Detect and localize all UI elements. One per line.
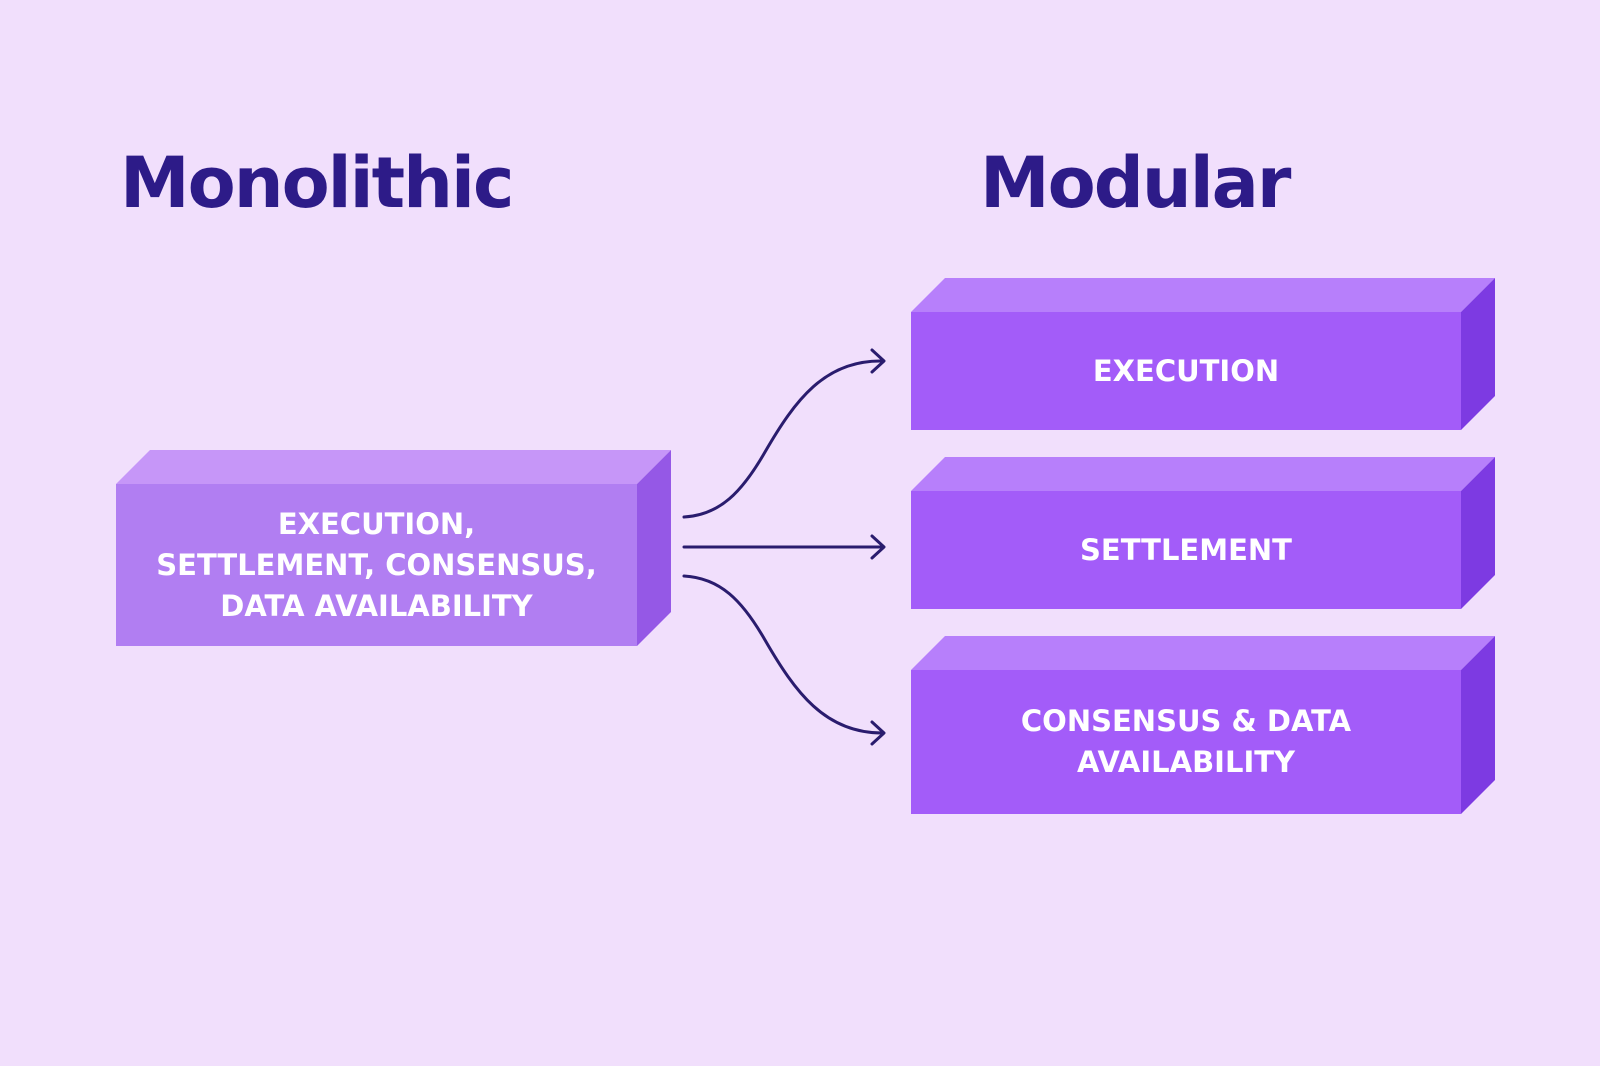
monolithic-block-side-face	[637, 450, 671, 646]
arrow-to-execution	[682, 359, 884, 519]
execution-block-top-face	[911, 278, 1495, 312]
arrowhead-icon	[870, 348, 886, 374]
consensus-da-block-top-face	[911, 636, 1495, 670]
settlement-block: SETTLEMENT	[911, 457, 1495, 609]
consensus-da-block: CONSENSUS & DATA AVAILABILITY	[911, 636, 1495, 814]
monolithic-label-line: SETTLEMENT, CONSENSUS,	[156, 547, 597, 582]
monolithic-heading: Monolithic	[120, 142, 514, 224]
execution-block: EXECUTION	[911, 278, 1495, 430]
consensus-da-label-line: CONSENSUS & DATA	[1020, 704, 1352, 738]
monolithic-block-front-face: EXECUTION, SETTLEMENT, CONSENSUS, DATA A…	[116, 484, 637, 646]
consensus-da-block-label: CONSENSUS & DATA AVAILABILITY	[1021, 701, 1351, 783]
consensus-da-block-side-face	[1461, 636, 1495, 814]
settlement-block-front-face: SETTLEMENT	[911, 491, 1461, 609]
arrow-to-consensus-da	[682, 574, 884, 735]
settlement-block-top-face	[911, 457, 1495, 491]
consensus-da-label-line: AVAILABILITY	[1076, 745, 1296, 779]
modular-heading: Modular	[980, 142, 1291, 224]
monolithic-block-top-face	[116, 450, 671, 484]
execution-block-label: EXECUTION	[1093, 351, 1279, 392]
arrowhead-icon	[870, 720, 886, 746]
monolithic-label-line: EXECUTION,	[277, 506, 476, 541]
settlement-label-line: SETTLEMENT	[1080, 532, 1292, 567]
settlement-block-label: SETTLEMENT	[1080, 530, 1292, 571]
consensus-da-block-front-face: CONSENSUS & DATA AVAILABILITY	[911, 670, 1461, 814]
arrowhead-icon	[870, 534, 886, 560]
monolithic-block: EXECUTION, SETTLEMENT, CONSENSUS, DATA A…	[116, 450, 671, 646]
execution-label-line: EXECUTION	[1092, 353, 1280, 388]
monolithic-block-label: EXECUTION, SETTLEMENT, CONSENSUS, DATA A…	[156, 504, 596, 627]
execution-block-front-face: EXECUTION	[911, 312, 1461, 430]
monolithic-label-line: DATA AVAILABILITY	[220, 588, 533, 623]
